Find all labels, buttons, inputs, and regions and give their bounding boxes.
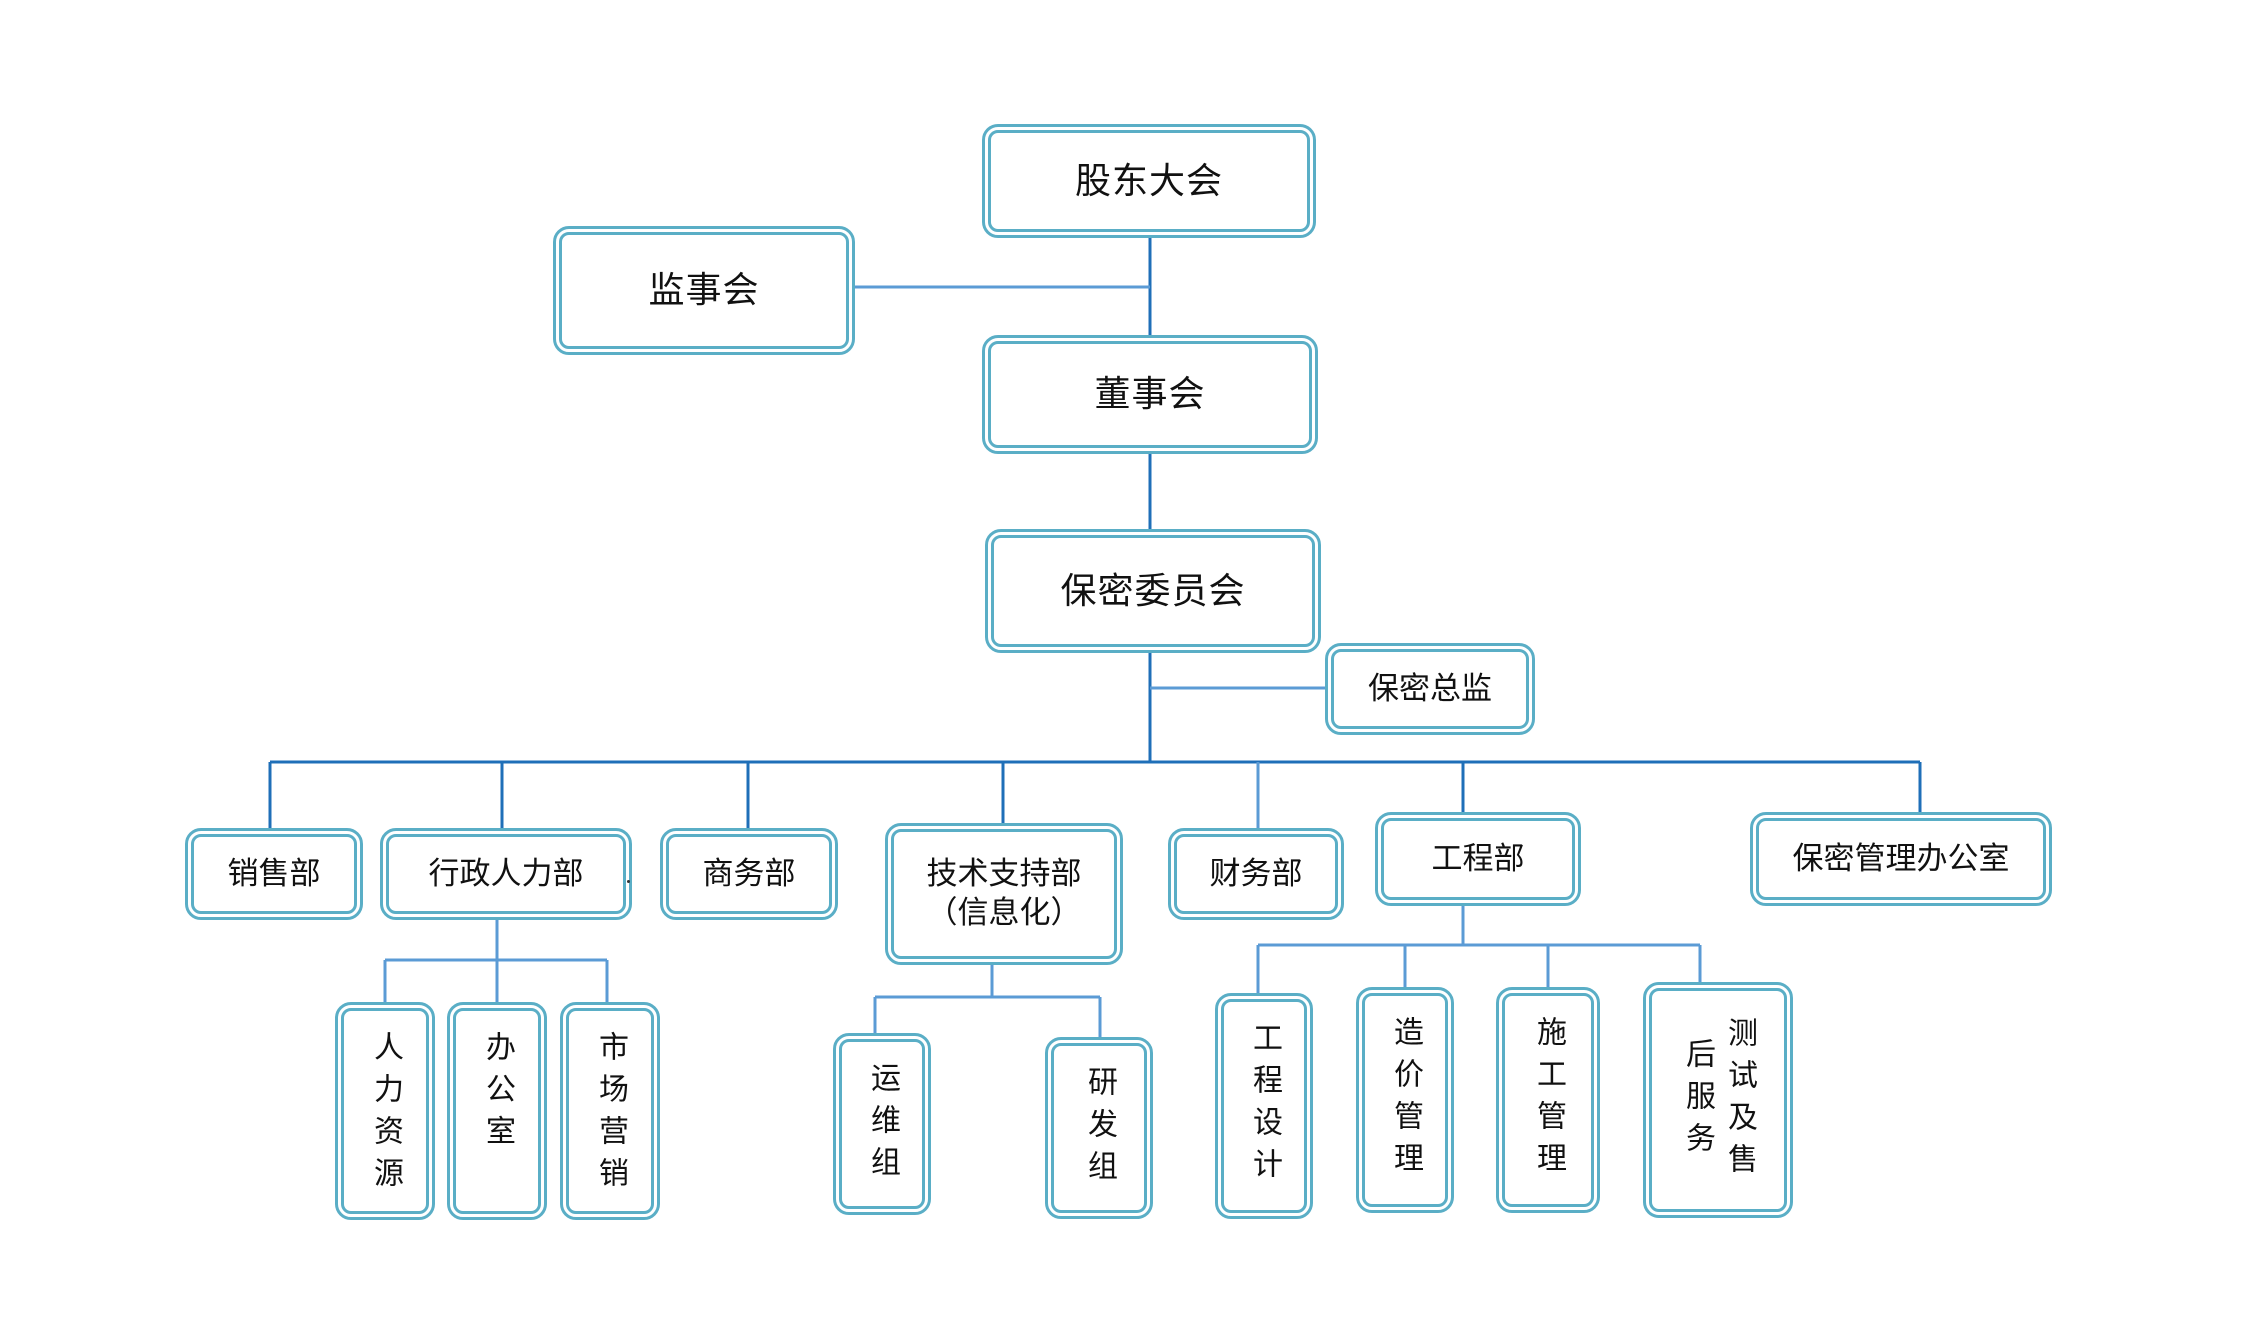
sub-construction-mgmt-box: 施工管理 xyxy=(1496,987,1600,1213)
confidentiality-director-box: 保密总监 xyxy=(1325,643,1535,735)
sub-hr-resources-label: 人力资源 xyxy=(368,1031,403,1199)
sub-marketing-label: 市场营销 xyxy=(593,1031,628,1199)
sub-office-box: 办公室 xyxy=(447,1002,547,1220)
dept-confidentiality-office-box: 保密管理办公室 xyxy=(1750,812,2052,906)
board-box: 董事会 xyxy=(982,335,1318,454)
sub-ops-group-label: 运维组 xyxy=(865,1062,900,1188)
sub-hr-resources-box: 人力资源 xyxy=(335,1002,435,1220)
sub-test-sales-service-label: 测试及售后服务 xyxy=(1680,1017,1757,1185)
sub-rd-group-label: 研发组 xyxy=(1082,1066,1117,1192)
dept-admin-hr-label: 行政人力部 xyxy=(428,855,584,892)
sub-cost-mgmt-box: 造价管理 xyxy=(1356,987,1454,1213)
dept-tech-support-box: 技术支持部 （信息化） xyxy=(885,823,1123,965)
shareholders-label: 股东大会 xyxy=(1074,160,1223,202)
sub-office-label: 办公室 xyxy=(480,1031,515,1157)
dept-finance-box: 财务部 xyxy=(1168,828,1344,920)
stray-dot xyxy=(627,880,630,883)
dept-tech-support-text: 技术支持部 （信息化） xyxy=(927,855,1082,933)
sub-ops-group-box: 运维组 xyxy=(833,1033,931,1215)
dept-engineering-label: 工程部 xyxy=(1431,840,1525,877)
sub-eng-design-label: 工程设计 xyxy=(1247,1022,1282,1190)
dept-sales-label: 销售部 xyxy=(227,855,321,892)
dept-tech-support-sub: （信息化） xyxy=(926,895,1082,931)
dept-tech-support-label: 技术支持部 xyxy=(926,856,1082,893)
sub-marketing-box: 市场营销 xyxy=(560,1002,660,1220)
sub-construction-mgmt-label: 施工管理 xyxy=(1531,1016,1566,1184)
dept-finance-label: 财务部 xyxy=(1209,855,1303,892)
dept-engineering-box: 工程部 xyxy=(1375,812,1581,906)
supervisory-board-box: 监事会 xyxy=(553,226,855,355)
shareholders-box: 股东大会 xyxy=(982,124,1316,238)
sub-eng-design-box: 工程设计 xyxy=(1215,993,1313,1219)
dept-sales-box: 销售部 xyxy=(185,828,363,920)
board-label: 董事会 xyxy=(1094,374,1206,415)
supervisory-board-label: 监事会 xyxy=(648,270,760,311)
dept-business-box: 商务部 xyxy=(660,828,838,920)
confidentiality-committee-label: 保密委员会 xyxy=(1060,570,1246,612)
sub-cost-mgmt-label: 造价管理 xyxy=(1388,1016,1423,1184)
sub-test-sales-service-box: 测试及售后服务 xyxy=(1643,982,1793,1218)
dept-confidentiality-office-label: 保密管理办公室 xyxy=(1792,840,2010,877)
dept-admin-hr-box: 行政人力部 xyxy=(380,828,632,920)
confidentiality-committee-box: 保密委员会 xyxy=(985,529,1321,653)
confidentiality-director-label: 保密总监 xyxy=(1368,670,1492,707)
dept-business-label: 商务部 xyxy=(702,855,796,892)
sub-rd-group-box: 研发组 xyxy=(1045,1037,1153,1219)
